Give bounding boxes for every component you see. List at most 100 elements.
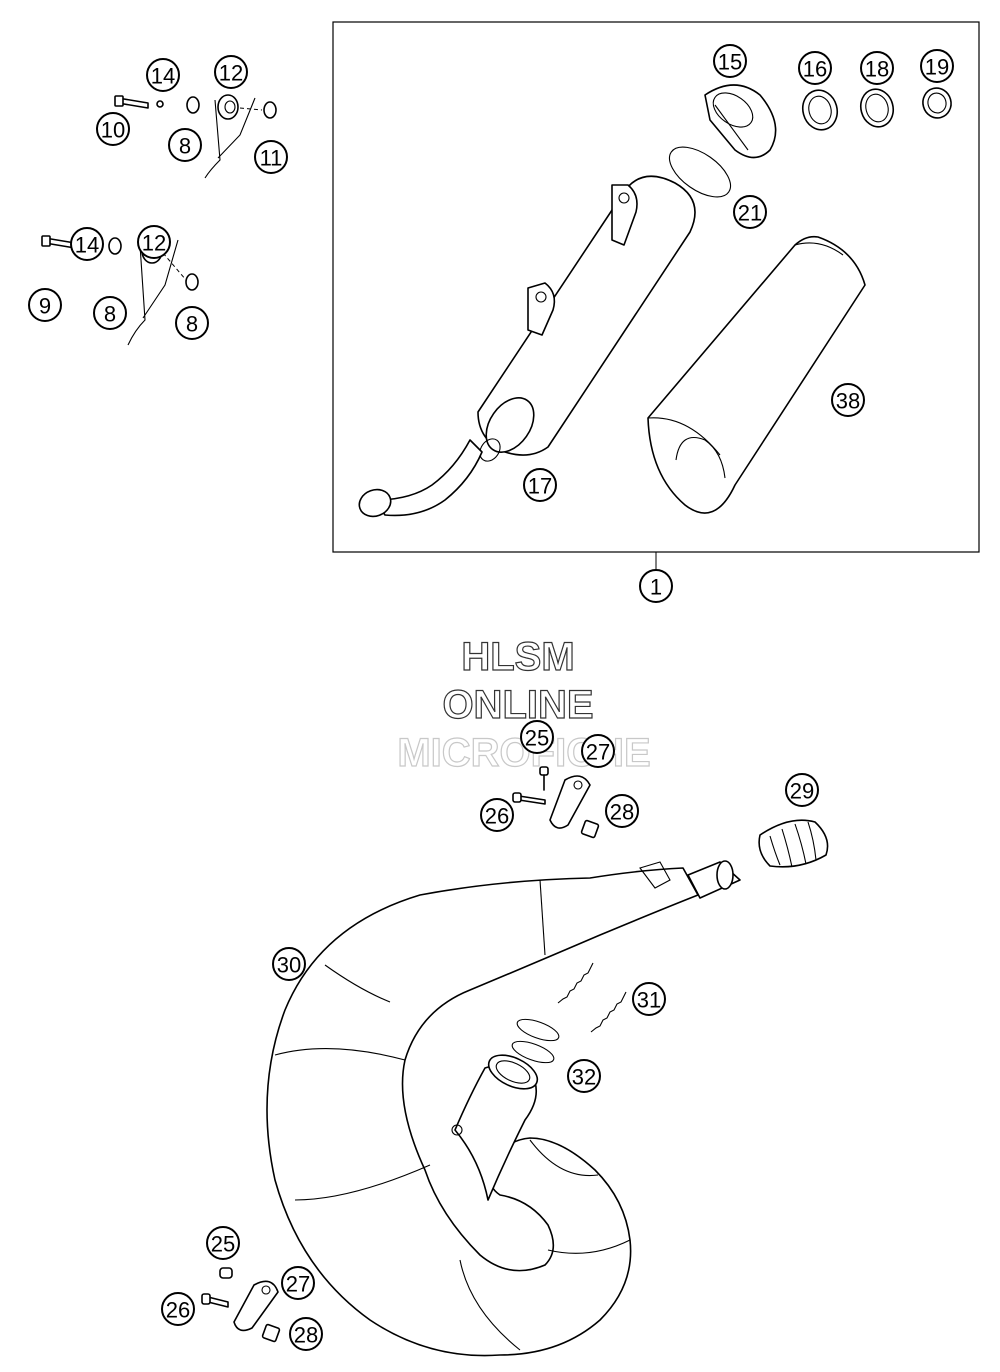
callout-number: 25: [211, 1232, 235, 1257]
callout-circle: [632, 982, 666, 1016]
callout-12: 12: [214, 55, 248, 89]
callout-circle: [831, 383, 865, 417]
bracket-group-upper: [512, 766, 600, 839]
callout-number: 38: [836, 389, 860, 414]
callout-number: 8: [186, 312, 198, 337]
callout-31: 31: [632, 982, 666, 1016]
callout-32: 32: [567, 1059, 601, 1093]
callout-29: 29: [785, 773, 819, 807]
callout-number: 31: [637, 988, 661, 1013]
callout-1: 1: [639, 569, 673, 603]
callout-26: 26: [161, 1292, 195, 1326]
callout-number: 26: [485, 804, 509, 829]
callout-circle: [480, 798, 514, 832]
end-cap-part: [704, 84, 777, 159]
callout-circle: [567, 1059, 601, 1093]
silencer-body-part: [358, 175, 696, 518]
callout-circle: [254, 140, 288, 174]
callout-circle: [28, 288, 62, 322]
exhaust-pipe-part: [266, 860, 741, 1357]
callout-30: 30: [272, 947, 306, 981]
callout-circle: [161, 1292, 195, 1326]
callout-number: 32: [572, 1065, 596, 1090]
silencer-packing-part: [647, 235, 866, 514]
callout-8: 8: [175, 306, 209, 340]
callout-circle: [281, 1266, 315, 1300]
bracket-group-lower: [201, 1267, 281, 1343]
callout-circle: [605, 794, 639, 828]
callout-number: 12: [142, 231, 166, 256]
springs-part: [557, 962, 627, 1033]
callout-circle: [93, 296, 127, 330]
callout-28: 28: [605, 794, 639, 828]
callout-9: 9: [28, 288, 62, 322]
callout-circle: [860, 51, 894, 85]
callout-circle: [520, 720, 554, 754]
callout-circle: [206, 1226, 240, 1260]
callout-19: 19: [920, 49, 954, 83]
callout-15: 15: [713, 44, 747, 78]
callout-number: 11: [260, 146, 283, 171]
ring-19-part: [922, 87, 952, 119]
callout-8: 8: [168, 128, 202, 162]
callout-number: 28: [294, 1323, 318, 1348]
callout-number: 8: [104, 302, 116, 327]
callout-circle: [137, 225, 171, 259]
mount-group-upper: [114, 94, 277, 179]
ring-16-part: [801, 89, 839, 131]
callout-layer: 14 12 10 8 11 14 12 9 8 8 15 16 18 19 21 38 17 1 25 27 26 28 2…: [28, 44, 954, 1351]
callout-18: 18: [860, 51, 894, 85]
callout-number: 30: [277, 953, 301, 978]
callout-number: 14: [75, 233, 99, 258]
callout-14: 14: [146, 58, 180, 92]
callout-14: 14: [70, 227, 104, 261]
callout-number: 27: [286, 1272, 310, 1297]
callout-number: 15: [718, 50, 742, 75]
callout-circle: [289, 1317, 323, 1351]
callout-number: 18: [865, 57, 889, 82]
callout-27: 27: [281, 1266, 315, 1300]
callout-27: 27: [581, 734, 615, 768]
callout-number: 10: [101, 118, 125, 143]
callout-circle: [581, 734, 615, 768]
callout-circle: [96, 112, 130, 146]
callout-circle: [920, 49, 954, 83]
watermark-line-2: ONLINE: [442, 683, 593, 727]
callout-circle: [713, 44, 747, 78]
ring-18-part: [859, 88, 895, 128]
callout-circle: [146, 58, 180, 92]
callout-17: 17: [523, 468, 557, 502]
callout-number: 27: [586, 740, 610, 765]
callout-number: 9: [39, 294, 51, 319]
rubber-sleeve-part: [758, 819, 829, 868]
callout-16: 16: [798, 51, 832, 85]
callout-circle: [798, 51, 832, 85]
callout-number: 16: [803, 57, 827, 82]
callout-circle: [214, 55, 248, 89]
callout-21: 21: [733, 195, 767, 229]
callout-circle: [785, 773, 819, 807]
gaskets-part: [511, 1018, 560, 1064]
callout-26: 26: [480, 798, 514, 832]
callout-number: 19: [925, 55, 949, 80]
callout-number: 8: [179, 134, 191, 159]
callout-number: 17: [528, 474, 552, 499]
callout-circle: [168, 128, 202, 162]
mount-group-lower: [41, 235, 199, 346]
callout-number: 1: [650, 575, 662, 600]
callout-8: 8: [93, 296, 127, 330]
callout-11: 11: [254, 140, 288, 174]
callout-28: 28: [289, 1317, 323, 1351]
callout-number: 25: [525, 726, 549, 751]
callout-circle: [175, 306, 209, 340]
callout-10: 10: [96, 112, 130, 146]
callout-circle: [70, 227, 104, 261]
callout-number: 12: [219, 61, 243, 86]
callout-number: 21: [738, 201, 762, 226]
callout-circle: [639, 569, 673, 603]
callout-circle: [523, 468, 557, 502]
callout-circle: [272, 947, 306, 981]
callout-number: 28: [610, 800, 634, 825]
callout-circle: [733, 195, 767, 229]
